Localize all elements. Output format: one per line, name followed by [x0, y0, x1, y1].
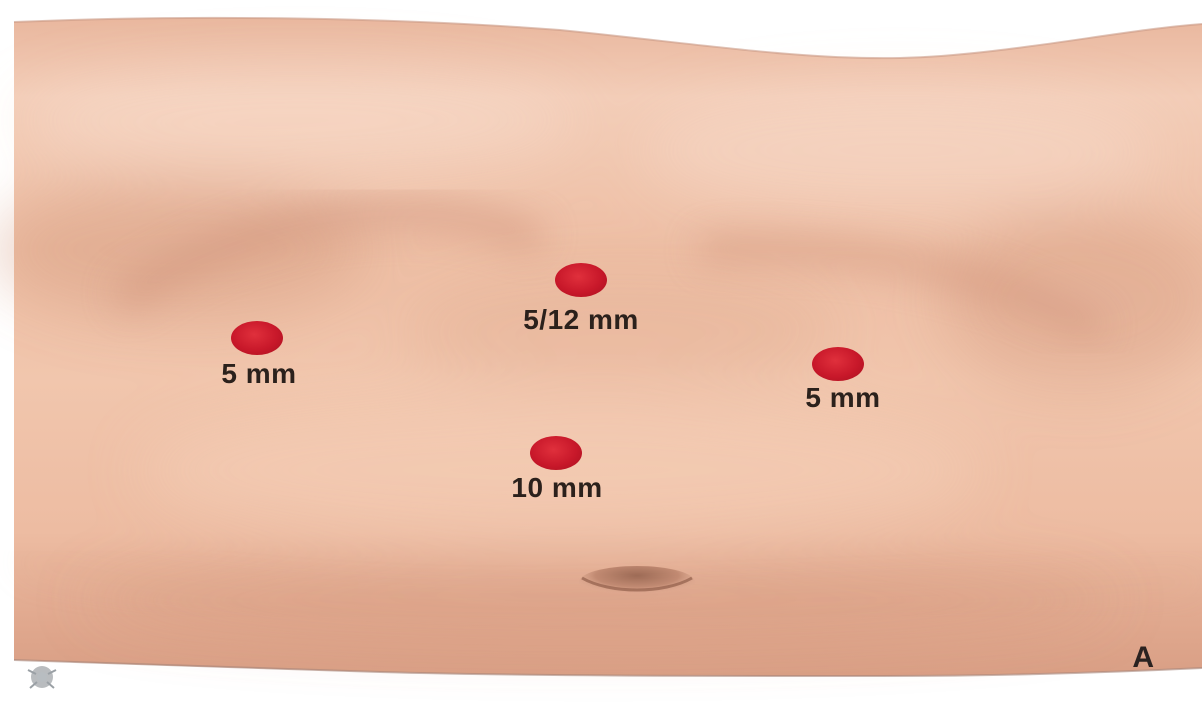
- port-marker: [231, 321, 283, 355]
- port-marker: [812, 347, 864, 381]
- port-marker: [530, 436, 582, 470]
- navel: [579, 566, 695, 598]
- port-label: 5/12 mm: [523, 304, 639, 336]
- port-label: 10 mm: [511, 472, 602, 504]
- port-label: 5 mm: [805, 382, 880, 414]
- publisher-logo-icon: [22, 660, 62, 694]
- port-label: 5 mm: [221, 358, 296, 390]
- panel-letter: A: [1132, 641, 1154, 675]
- port-marker: [555, 263, 607, 297]
